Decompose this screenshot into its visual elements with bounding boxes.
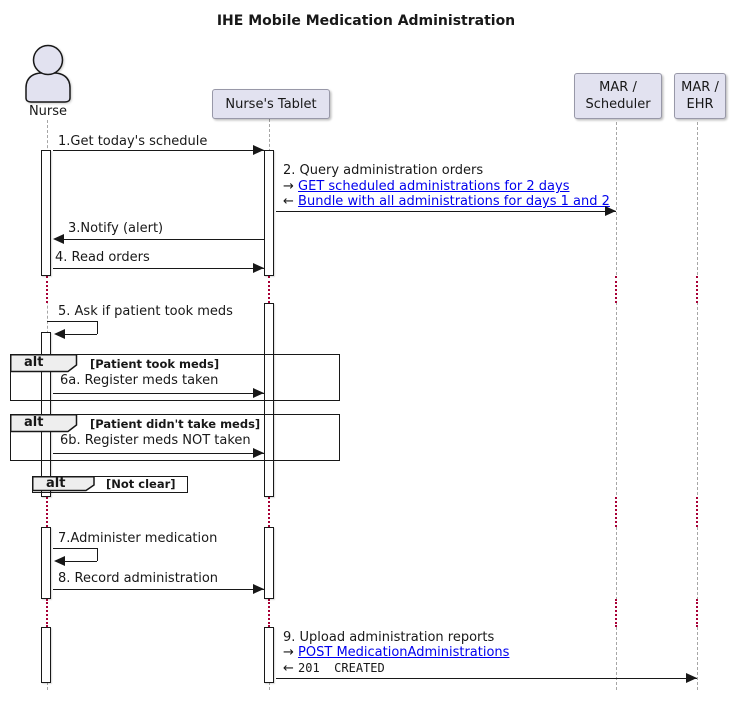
delay-segment [45, 497, 50, 527]
right-arrow-icon: → [283, 179, 294, 194]
alt-operator-pentagon-3 [32, 476, 95, 492]
message-2-request-link[interactable]: GET scheduled administrations for 2 days [298, 179, 570, 194]
participant-nurse-label: Nurse [28, 104, 68, 119]
message-5-arrowhead-icon [54, 329, 65, 339]
message-1-line [53, 150, 264, 151]
activation-bar-nurse [41, 627, 51, 683]
alt-operator-pentagon-2 [10, 414, 78, 433]
message-8-label: 8. Record administration [58, 571, 219, 586]
message-8-arrowhead-icon [253, 584, 264, 594]
participant-ehr-box: MAR / EHR [674, 73, 726, 119]
delay-segment [695, 497, 700, 527]
delay-segment [45, 599, 50, 627]
message-7-line [65, 561, 97, 562]
message-6a-line [53, 393, 264, 394]
alt-operator-pentagon-1 [10, 354, 78, 373]
message-9-line [276, 678, 697, 679]
alt-condition-1: [Patient took meds] [90, 357, 220, 371]
message-6a-arrowhead-icon [253, 388, 264, 398]
left-arrow-icon: ← [283, 661, 294, 676]
activation-bar-nurse [41, 150, 51, 276]
message-9-arrowhead-icon [686, 673, 697, 683]
message-5-label: 5. Ask if patient took meds [58, 304, 233, 319]
message-4-arrowhead-icon [253, 263, 264, 273]
message-6b-arrowhead-icon [253, 448, 264, 458]
message-9-request-link[interactable]: POST MedicationAdministrations [298, 645, 510, 660]
message-6b-line [53, 453, 264, 454]
message-2-response: ← Bundle with all administrations for da… [283, 194, 610, 209]
message-9-response: ← 201 CREATED [283, 661, 385, 676]
right-arrow-icon: → [283, 645, 294, 660]
participant-scheduler-label-line2: Scheduler [585, 97, 651, 112]
message-2-label: 2. Query administration orders [283, 163, 484, 178]
lifeline-scheduler [616, 122, 617, 690]
message-1-arrowhead-icon [253, 145, 264, 155]
alt-operator-label-1: alt [24, 355, 44, 370]
activation-bar-nurse [41, 527, 51, 599]
message-5-line [47, 321, 97, 322]
message-3-line [64, 239, 264, 240]
participant-ehr-label-line2: EHR [686, 97, 714, 112]
message-3-arrowhead-icon [53, 234, 64, 244]
nurse-actor-icon [25, 44, 71, 103]
activation-bar-tablet [264, 627, 274, 683]
message-2-line [276, 211, 616, 212]
message-6b-label: 6b. Register meds NOT taken [60, 433, 251, 448]
left-arrow-icon: ← [283, 194, 294, 209]
delay-segment [695, 276, 700, 303]
message-7-line [97, 548, 98, 561]
delay-segment [614, 599, 619, 627]
participant-scheduler-box: MAR / Scheduler [574, 73, 662, 119]
message-7-label: 7.Administer medication [58, 531, 218, 546]
lifeline-ehr [697, 122, 698, 690]
delay-segment [695, 599, 700, 627]
delay-segment [267, 497, 272, 527]
message-9-request: → POST MedicationAdministrations [283, 645, 509, 660]
alt-operator-label-3: alt [46, 476, 66, 491]
alt-operator-label-2: alt [24, 415, 44, 430]
message-6a-label: 6a. Register meds taken [60, 373, 219, 388]
message-7-arrowhead-icon [54, 556, 65, 566]
message-3-label: 3.Notify (alert) [68, 221, 164, 236]
activation-bar-tablet [264, 527, 274, 599]
message-4-label: 4. Read orders [55, 250, 150, 265]
message-4-line [53, 268, 264, 269]
page-title: IHE Mobile Medication Administration [216, 13, 516, 29]
delay-segment [267, 599, 272, 627]
message-1-label: 1.Get today's schedule [58, 134, 208, 149]
activation-bar-tablet [264, 150, 274, 276]
participant-ehr-label-line1: MAR / [681, 80, 719, 95]
message-9-response-code: 201 CREATED [298, 661, 385, 675]
participant-scheduler-label-line1: MAR / [599, 80, 637, 95]
delay-segment [45, 276, 50, 303]
message-2-request: → GET scheduled administrations for 2 da… [283, 179, 569, 194]
message-5-line [65, 334, 97, 335]
alt-fragment-1 [10, 354, 340, 401]
message-2-arrowhead-icon [605, 206, 616, 216]
alt-fragment-2 [10, 414, 340, 461]
delay-segment [614, 497, 619, 527]
participant-tablet-box: Nurse's Tablet [212, 89, 330, 119]
alt-condition-3: [Not clear] [106, 477, 176, 491]
message-2-response-link[interactable]: Bundle with all administrations for days… [298, 194, 610, 209]
delay-segment [614, 276, 619, 303]
participant-tablet-label: Nurse's Tablet [225, 96, 317, 112]
message-5-line [97, 321, 98, 334]
delay-segment [267, 276, 272, 303]
message-8-line [53, 589, 264, 590]
message-7-line [53, 548, 97, 549]
message-9-label: 9. Upload administration reports [283, 630, 495, 645]
alt-condition-2: [Patient didn't take meds] [90, 417, 261, 431]
